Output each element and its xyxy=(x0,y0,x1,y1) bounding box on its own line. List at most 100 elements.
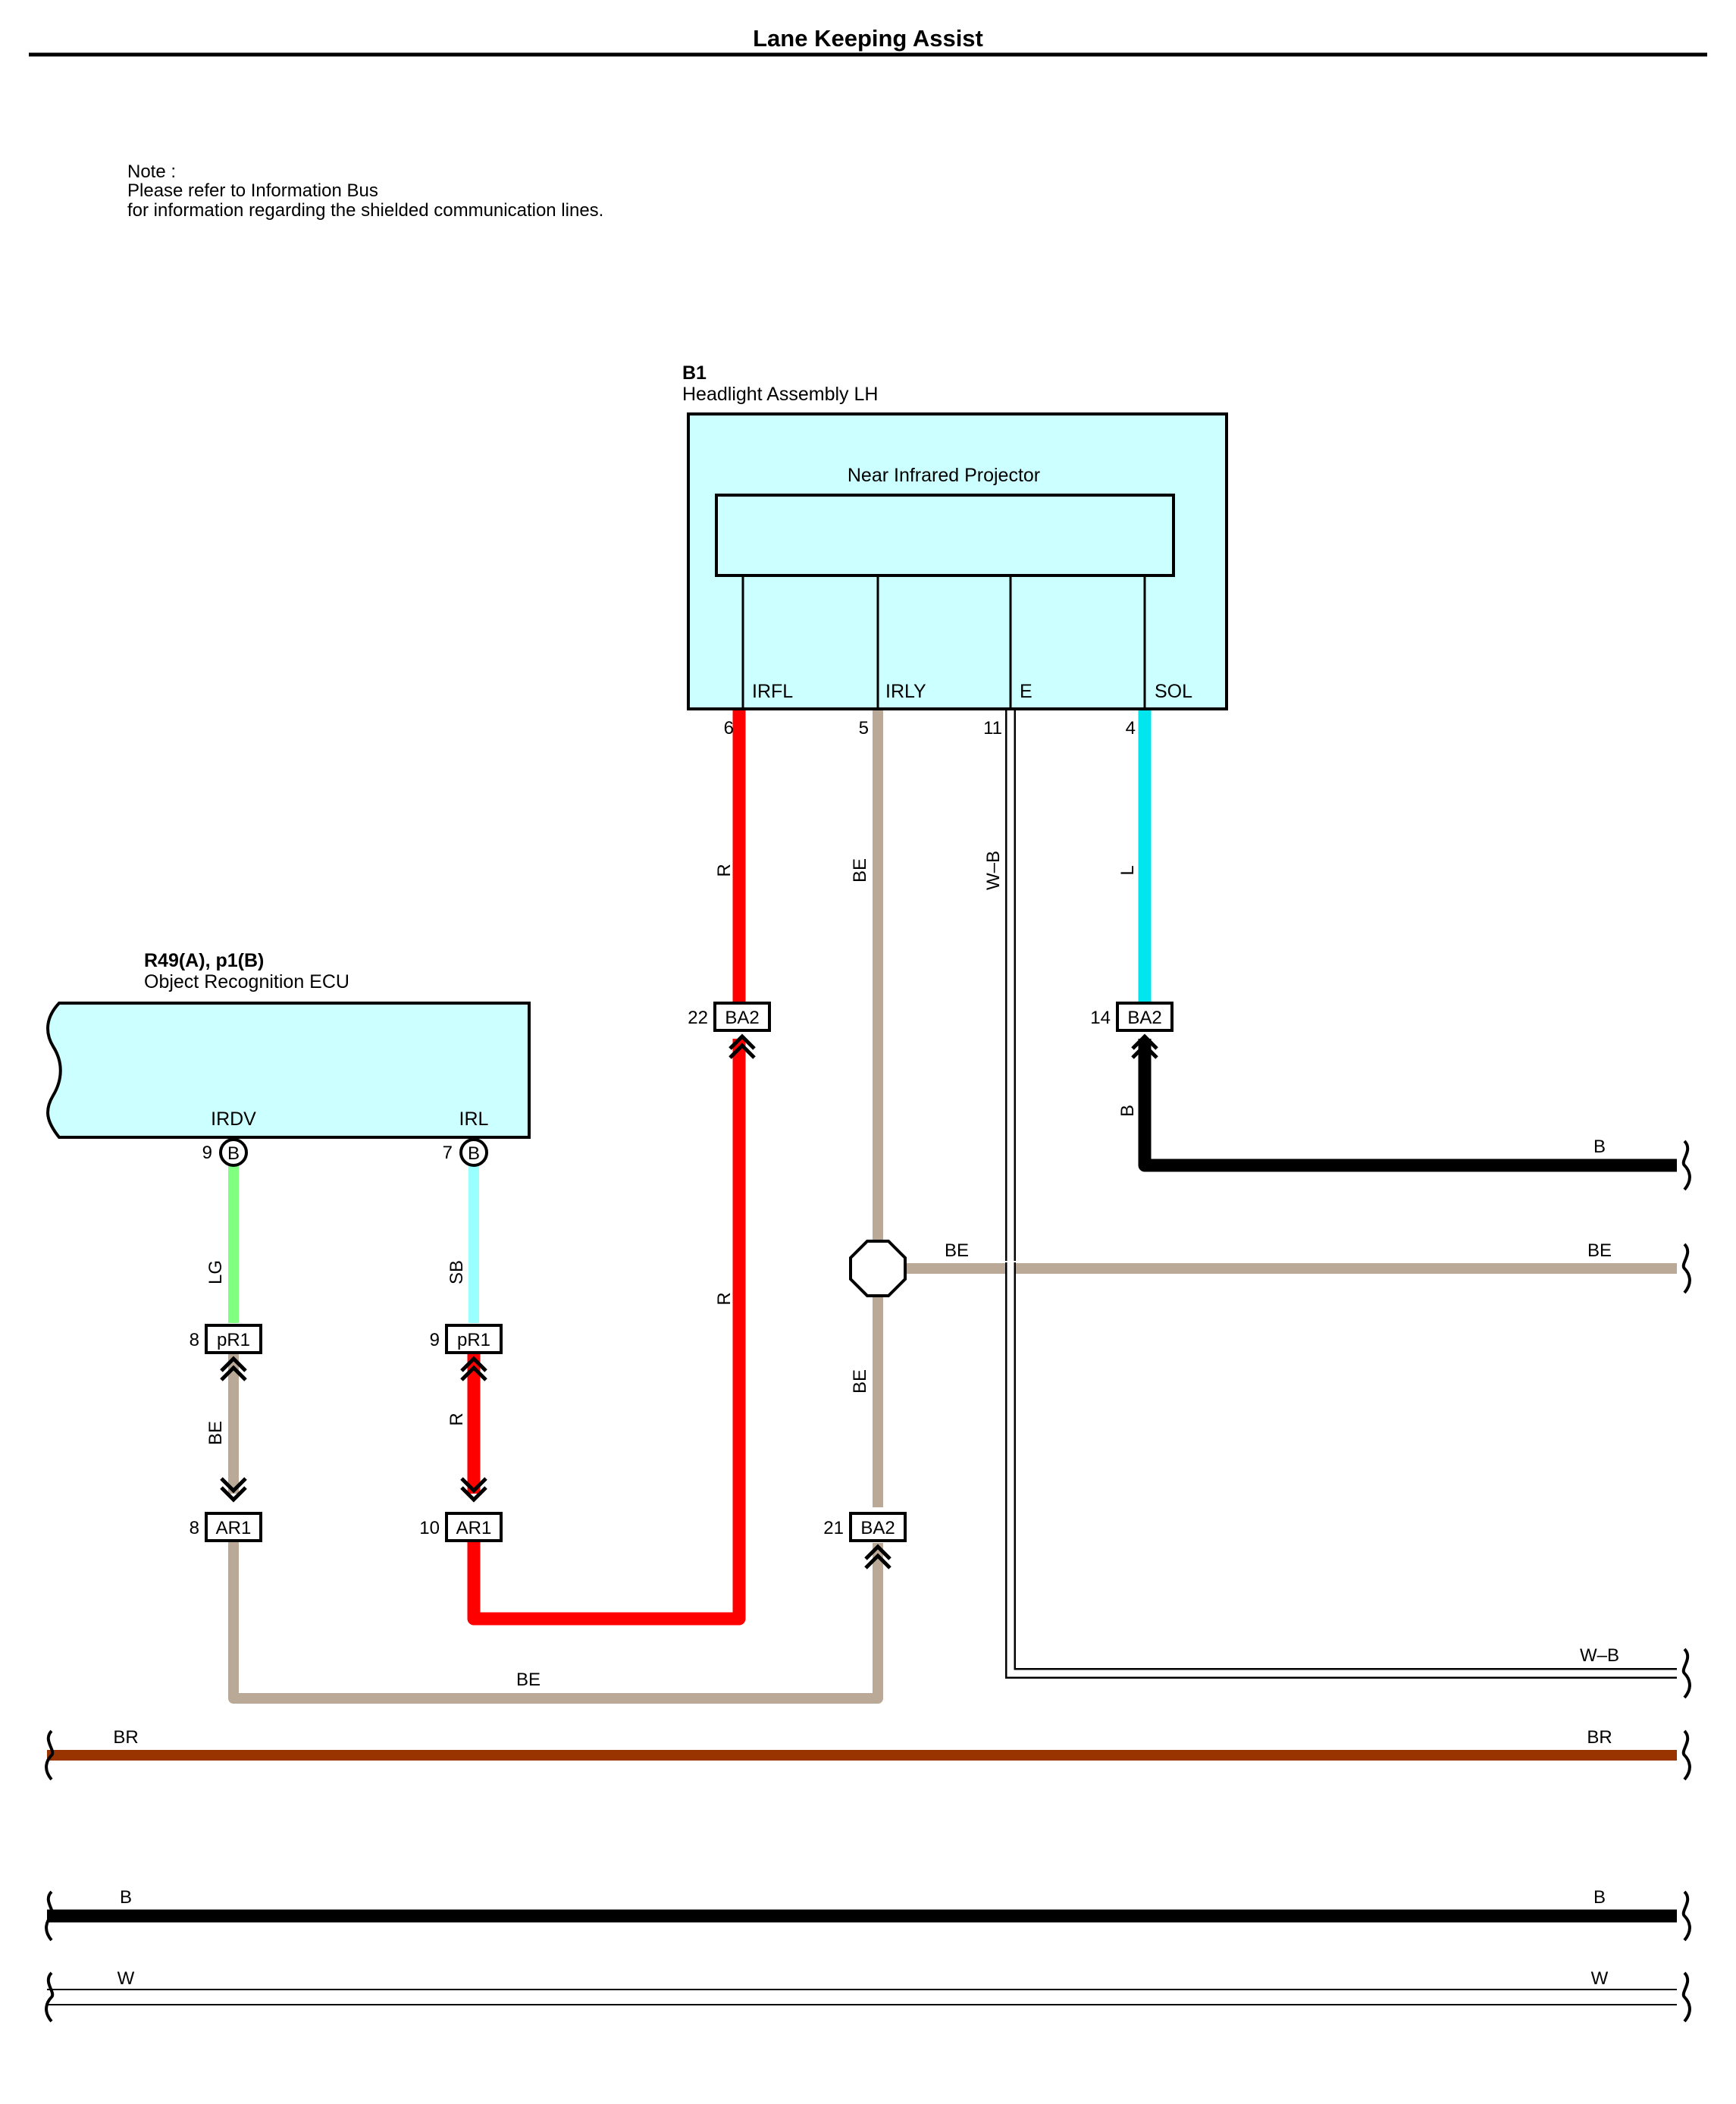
terminal-irfl: IRFL xyxy=(752,681,793,702)
wires xyxy=(47,710,1677,2005)
note-line-1: Please refer to Information Bus xyxy=(127,180,378,201)
connector-name: AR1 xyxy=(456,1518,492,1538)
connector-chevron xyxy=(460,1477,487,1494)
connector-box xyxy=(205,1324,262,1354)
break-left-w xyxy=(45,1971,55,2023)
label-irdv-lower: BE xyxy=(205,1421,226,1445)
note-heading: Note : xyxy=(127,161,176,182)
label-splice-be-right: BE xyxy=(1587,1240,1612,1261)
connector-name: AR1 xyxy=(216,1518,252,1538)
break-right-be xyxy=(1681,1243,1691,1294)
label-irly-lower: BE xyxy=(850,1369,870,1394)
connector-chevron xyxy=(1131,1043,1158,1059)
label-irdv: LG xyxy=(205,1260,226,1284)
connector-chevron xyxy=(220,1486,247,1503)
terminal-irly: IRLY xyxy=(885,681,926,702)
connector-chevron xyxy=(220,1365,247,1381)
connector-ar1-8: AR1 8 xyxy=(190,1477,262,1542)
ecu-pin-irdv: 9 xyxy=(202,1143,212,1163)
ecu-pin-circle-irl xyxy=(459,1138,488,1167)
break-right-wb xyxy=(1681,1648,1691,1699)
connector-name: pR1 xyxy=(217,1330,250,1350)
terminal-irdv: IRDV xyxy=(211,1108,256,1130)
ecu-conn-irl: B xyxy=(468,1143,480,1164)
label-b2-left: B xyxy=(120,1887,132,1908)
connector-box xyxy=(205,1512,262,1542)
ecu-pin-circle-irdv xyxy=(219,1138,248,1167)
connector-ba2-21: BA2 21 xyxy=(823,1512,907,1569)
connector-name: BA2 xyxy=(1127,1008,1161,1028)
ecu-conn-irdv: B xyxy=(227,1143,240,1164)
note-block: Note : Please refer to Information Bus f… xyxy=(127,161,603,221)
connector-pin: 8 xyxy=(190,1330,199,1350)
connector-pin: 9 xyxy=(430,1330,440,1350)
connector-name: BA2 xyxy=(725,1008,759,1028)
connector-box xyxy=(445,1512,503,1542)
connector-box xyxy=(713,1002,771,1032)
object-recognition-ecu: R49(A), p1(B) Object Recognition ECU IRD… xyxy=(46,950,531,1167)
label-e: W–B xyxy=(983,851,1004,890)
connector-box xyxy=(1116,1002,1174,1032)
connector-chevron xyxy=(460,1365,487,1381)
connector-box xyxy=(445,1324,503,1354)
connector-pin: 22 xyxy=(688,1008,708,1028)
connector-pin: 21 xyxy=(823,1518,844,1538)
connector-name: pR1 xyxy=(457,1330,490,1350)
connector-chevron xyxy=(729,1043,756,1059)
wire-labels: R R BE BE W–B L B LG BE SB R B BE BE W–B… xyxy=(113,851,1619,1989)
connector-name: BA2 xyxy=(860,1518,895,1538)
label-w-left: W xyxy=(118,1968,135,1989)
connector-chevron xyxy=(460,1356,487,1372)
wire-break-symbols-right xyxy=(1681,1140,1691,2023)
label-bottom-be: BE xyxy=(516,1670,541,1690)
label-b-right: B xyxy=(1593,1137,1606,1157)
wire-e-fill xyxy=(1007,710,1677,1677)
ecu-name: Object Recognition ECU xyxy=(144,971,349,992)
connector-chevron xyxy=(220,1477,247,1494)
connector-pin: 14 xyxy=(1090,1008,1111,1028)
label-br-left: BR xyxy=(113,1727,138,1748)
diagram-title: Lane Keeping Assist xyxy=(753,25,983,52)
pin-e: 11 xyxy=(983,718,1002,738)
label-irfl-upper: R xyxy=(714,864,735,876)
terminal-e: E xyxy=(1020,681,1033,702)
wire-beige-loop xyxy=(228,1539,883,1704)
label-irl: SB xyxy=(447,1260,467,1284)
terminal-irl: IRL xyxy=(459,1108,489,1130)
connector-ba2-14: BA2 14 xyxy=(1090,1002,1174,1059)
connector-pr1-9: pR1 9 xyxy=(430,1324,503,1381)
label-br-right: BR xyxy=(1587,1727,1612,1748)
wire-red-loop xyxy=(467,1039,746,1626)
connector-chevron xyxy=(864,1553,892,1569)
headlight-assembly: B1 Headlight Assembly LH Near Infrared P… xyxy=(682,362,1228,738)
projector-label: Near Infrared Projector xyxy=(848,465,1040,486)
wire-break-symbols-left xyxy=(45,1729,55,2023)
connector-pin: 10 xyxy=(419,1518,440,1538)
pin-irfl: 6 xyxy=(724,718,734,738)
projector-box xyxy=(715,494,1175,577)
connector-chevron xyxy=(460,1486,487,1503)
connector-pin: 8 xyxy=(190,1518,199,1538)
connector-chevron xyxy=(729,1033,756,1050)
label-irl-lower: R xyxy=(447,1413,467,1425)
connector-box xyxy=(849,1512,907,1542)
break-left-b2 xyxy=(45,1890,55,1942)
break-right-w xyxy=(1681,1971,1691,2023)
label-irfl-lower: R xyxy=(714,1292,735,1305)
label-w-right: W xyxy=(1591,1968,1609,1989)
connector-ar1-10: AR1 10 xyxy=(419,1477,503,1542)
break-right-b xyxy=(1681,1140,1691,1191)
wire-sol-black xyxy=(1138,1039,1677,1172)
ecu-box xyxy=(46,1002,531,1139)
label-sol: L xyxy=(1117,865,1138,875)
connector-ba2-22: BA2 22 xyxy=(688,1002,771,1059)
terminal-sol: SOL xyxy=(1155,681,1192,702)
connector-pr1-8: pR1 8 xyxy=(190,1324,262,1381)
connector-chevron xyxy=(220,1356,247,1372)
ecu-pin-irl: 7 xyxy=(443,1143,453,1163)
pin-sol: 4 xyxy=(1126,718,1136,738)
break-left-br xyxy=(45,1729,55,1781)
splice-joint xyxy=(849,1240,907,1297)
wire-e-outline xyxy=(1005,710,1677,1679)
